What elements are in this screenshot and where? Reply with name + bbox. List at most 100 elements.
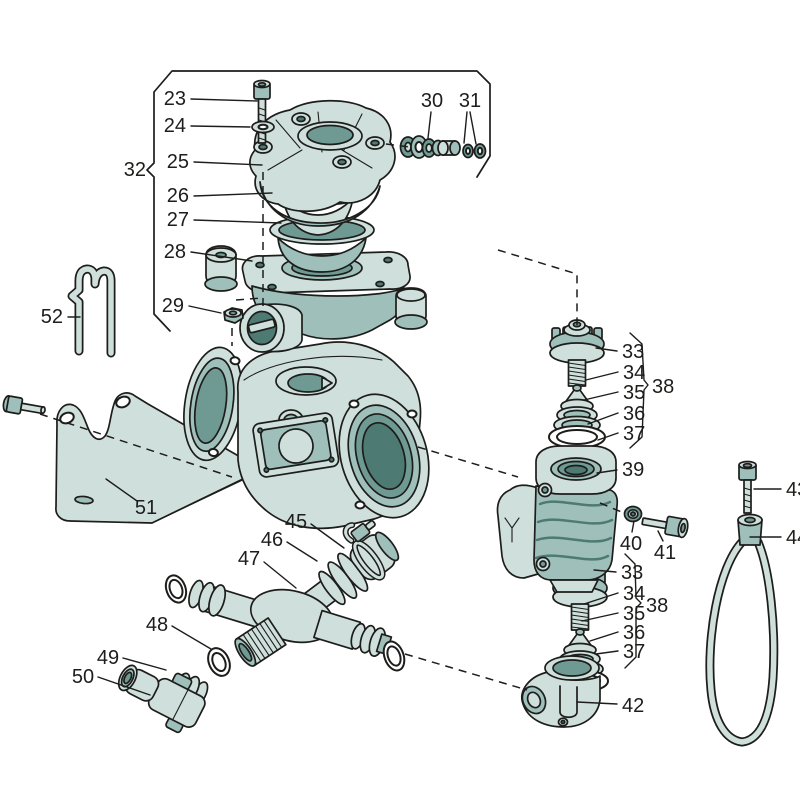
leader-line-37l [595, 650, 619, 655]
leader-line-45 [310, 523, 345, 549]
threaded-port [234, 617, 287, 667]
part-25-pump-head-cover [249, 99, 396, 227]
callout-48: 48 [146, 614, 212, 650]
leader-line-36l [589, 631, 619, 642]
callout-47: 47 [238, 548, 297, 589]
callout-26: 26 [167, 185, 273, 207]
callout-39: 39 [596, 459, 644, 481]
alignment-dashed-lines [39, 143, 625, 691]
callout-label-44: 44 [786, 527, 800, 549]
callout-24: 24 [164, 115, 251, 137]
part-29-hex-nut [223, 307, 244, 324]
callout-label-46: 46 [261, 529, 283, 551]
callout-label-42: 42 [622, 695, 644, 717]
leader-line-34u [585, 371, 619, 381]
callout-40: 40 [620, 520, 642, 555]
leader-line-23 [190, 98, 258, 102]
callout-46: 46 [261, 529, 318, 562]
callout-label-36u: 36 [623, 403, 645, 425]
leader-line-31 [463, 111, 468, 144]
callout-label-26: 26 [167, 185, 189, 207]
callout-25: 25 [167, 151, 263, 173]
callout-label-50: 50 [72, 666, 94, 688]
assembly-32-boundary [146, 70, 491, 332]
callout-label-51: 51 [135, 497, 157, 519]
bracket-bolt [2, 395, 46, 415]
leader-line-26 [193, 192, 273, 197]
leader-line-30 [427, 111, 432, 139]
callout-label-40: 40 [620, 533, 642, 555]
leader-line-31 [469, 111, 477, 145]
callout-label-38l: 38 [646, 595, 668, 617]
callout-27: 27 [167, 209, 282, 231]
callout-52: 52 [41, 306, 81, 328]
callout-32: 32 [124, 159, 146, 181]
leader-line-46 [286, 541, 318, 562]
leader-line-38u [629, 332, 649, 449]
callout-51: 51 [105, 478, 157, 519]
leader-line-24 [190, 125, 251, 128]
callout-label-33u: 33 [622, 341, 644, 363]
callout-36l: 36 [589, 622, 645, 644]
callout-23: 23 [164, 88, 258, 110]
leader-line-50 [97, 676, 151, 696]
leader-line-34l [583, 592, 619, 605]
callout-30: 30 [421, 90, 443, 139]
part-48-o-ring [207, 647, 231, 677]
part-50-camlock-coupling [117, 664, 206, 734]
callout-label-45: 45 [285, 511, 307, 533]
callout-34u: 34 [585, 362, 645, 384]
part-40-washer [623, 505, 643, 523]
leader-line-37u [597, 432, 619, 441]
leader-line-28 [190, 251, 253, 262]
part-34-valve-spring [567, 359, 587, 387]
callout-label-32: 32 [124, 159, 146, 181]
part-39-valve-housing [496, 445, 619, 593]
callout-41: 41 [654, 530, 676, 564]
leader-line-42 [576, 701, 618, 705]
callout-label-52: 52 [41, 306, 63, 328]
callout-37l: 37 [595, 641, 645, 663]
right-port-flange [338, 393, 430, 519]
callout-label-28: 28 [164, 241, 186, 263]
part-30-seal-washer-stack [399, 135, 461, 159]
part-44-hose-loop [705, 513, 779, 747]
callout-33l: 33 [593, 562, 643, 584]
part-23-bolt [253, 79, 271, 144]
callout-43: 43 [753, 479, 800, 501]
right-arm [313, 609, 393, 657]
callout-label-38u: 38 [652, 376, 674, 398]
callout-label-27: 27 [167, 209, 189, 231]
leader-line-38l [624, 553, 642, 669]
leader-line-48 [171, 625, 212, 650]
leader-line-51 [105, 478, 138, 502]
callout-label-48: 48 [146, 614, 168, 636]
callout-label-33l: 33 [621, 562, 643, 584]
callout-29: 29 [162, 295, 222, 317]
callout-31: 31 [459, 90, 481, 145]
leader-line-35u [583, 391, 619, 401]
callout-label-39: 39 [622, 459, 644, 481]
leader-line-35l [581, 612, 619, 622]
main-pump-body [183, 341, 430, 530]
leader-line-33u [595, 347, 618, 352]
callout-label-49: 49 [97, 647, 119, 669]
leader-line-29 [188, 305, 222, 314]
manifold-assembly [117, 519, 406, 734]
callout-36u: 36 [587, 403, 645, 425]
leader-line-47 [263, 561, 297, 589]
callout-49: 49 [97, 647, 167, 671]
callout-44: 44 [749, 527, 800, 549]
callout-label-31: 31 [459, 90, 481, 112]
callout-38l: 38 [624, 553, 668, 669]
callout-28: 28 [164, 241, 253, 263]
callout-label-41: 41 [654, 542, 676, 564]
leader-line-36u [587, 412, 619, 425]
leader-line-39 [596, 469, 618, 474]
callout-38u: 38 [629, 332, 674, 449]
callout-35u: 35 [583, 382, 645, 404]
part-37-o-ring [548, 425, 606, 449]
leader-line-49 [122, 657, 167, 671]
